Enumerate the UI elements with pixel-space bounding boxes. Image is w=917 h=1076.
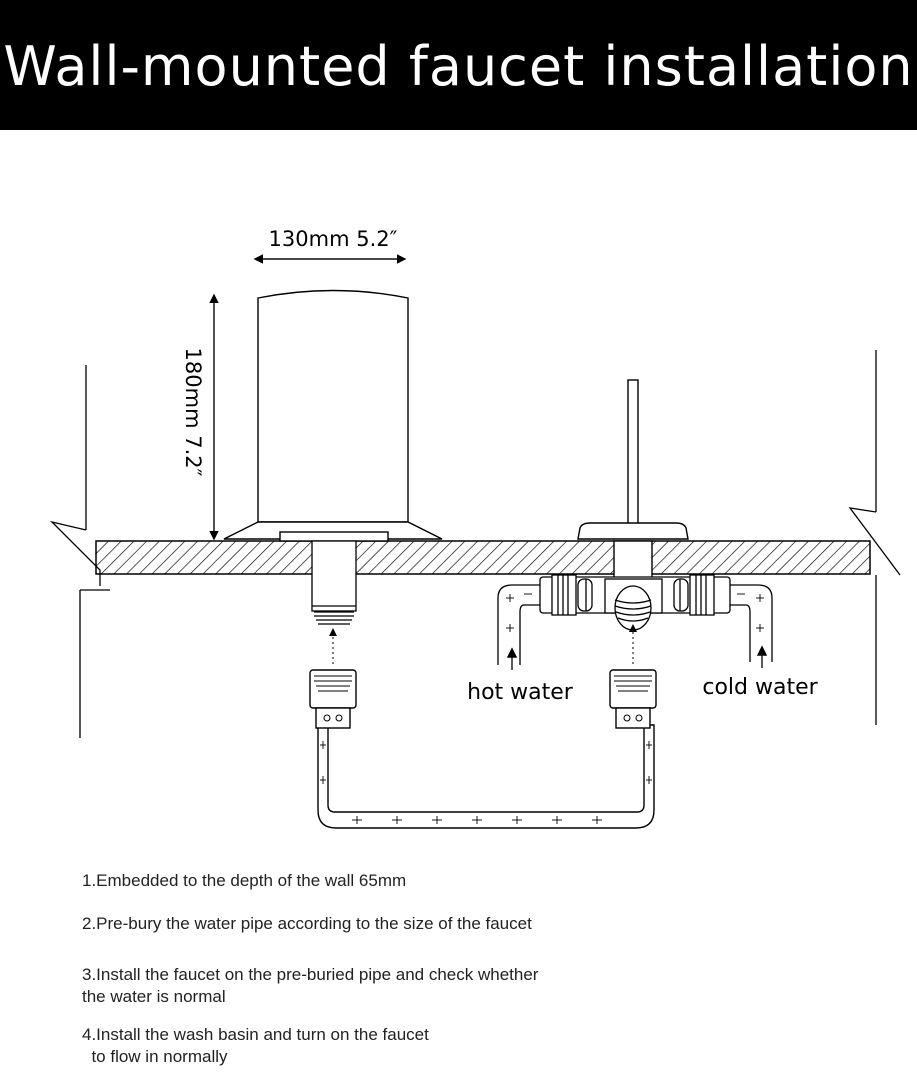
page-title: Wall-mounted faucet installation <box>3 34 914 98</box>
hot-water-label: hot water <box>467 680 574 705</box>
step-4-line-1: 4.Install the wash basin and turn on the… <box>82 1025 429 1044</box>
step-1-line-1: 1.Embedded to the depth of the wall 65mm <box>82 871 407 890</box>
installation-diagram: 130mm 5.2″ 180mm 7.2″ <box>49 227 901 829</box>
spout-body <box>223 289 443 542</box>
step-4-line-2: to flow in normally <box>82 1047 228 1066</box>
step-4: 4.Install the wash basin and turn on the… <box>82 1024 429 1068</box>
cold-water-label: cold water <box>702 675 818 700</box>
step-3: 3.Install the faucet on the pre-buried p… <box>82 964 538 1008</box>
step-3-line-1: 3.Install the faucet on the pre-buried p… <box>82 965 539 984</box>
wall-outline <box>49 350 901 738</box>
step-2: 2.Pre-bury the water pipe according to t… <box>82 913 532 935</box>
spout-inlet-pipe <box>311 540 357 625</box>
dimension-width-label: 130mm 5.2″ <box>269 227 398 251</box>
mixing-valve-body <box>539 574 731 631</box>
counter-slab <box>95 540 871 575</box>
connecting-hose <box>309 669 657 829</box>
connection-guides <box>332 628 634 664</box>
step-2-line-1: 2.Pre-bury the water pipe according to t… <box>82 914 532 933</box>
connection-guide-arrows <box>329 624 637 636</box>
cold-water-pipe <box>730 584 773 668</box>
hot-water-pipe <box>497 584 540 670</box>
step-3-line-2: the water is normal <box>82 987 226 1006</box>
title-banner: Wall-mounted faucet installation <box>0 0 917 130</box>
dimension-height-label: 180mm 7.2″ <box>181 348 205 477</box>
step-1: 1.Embedded to the depth of the wall 65mm <box>82 870 406 892</box>
